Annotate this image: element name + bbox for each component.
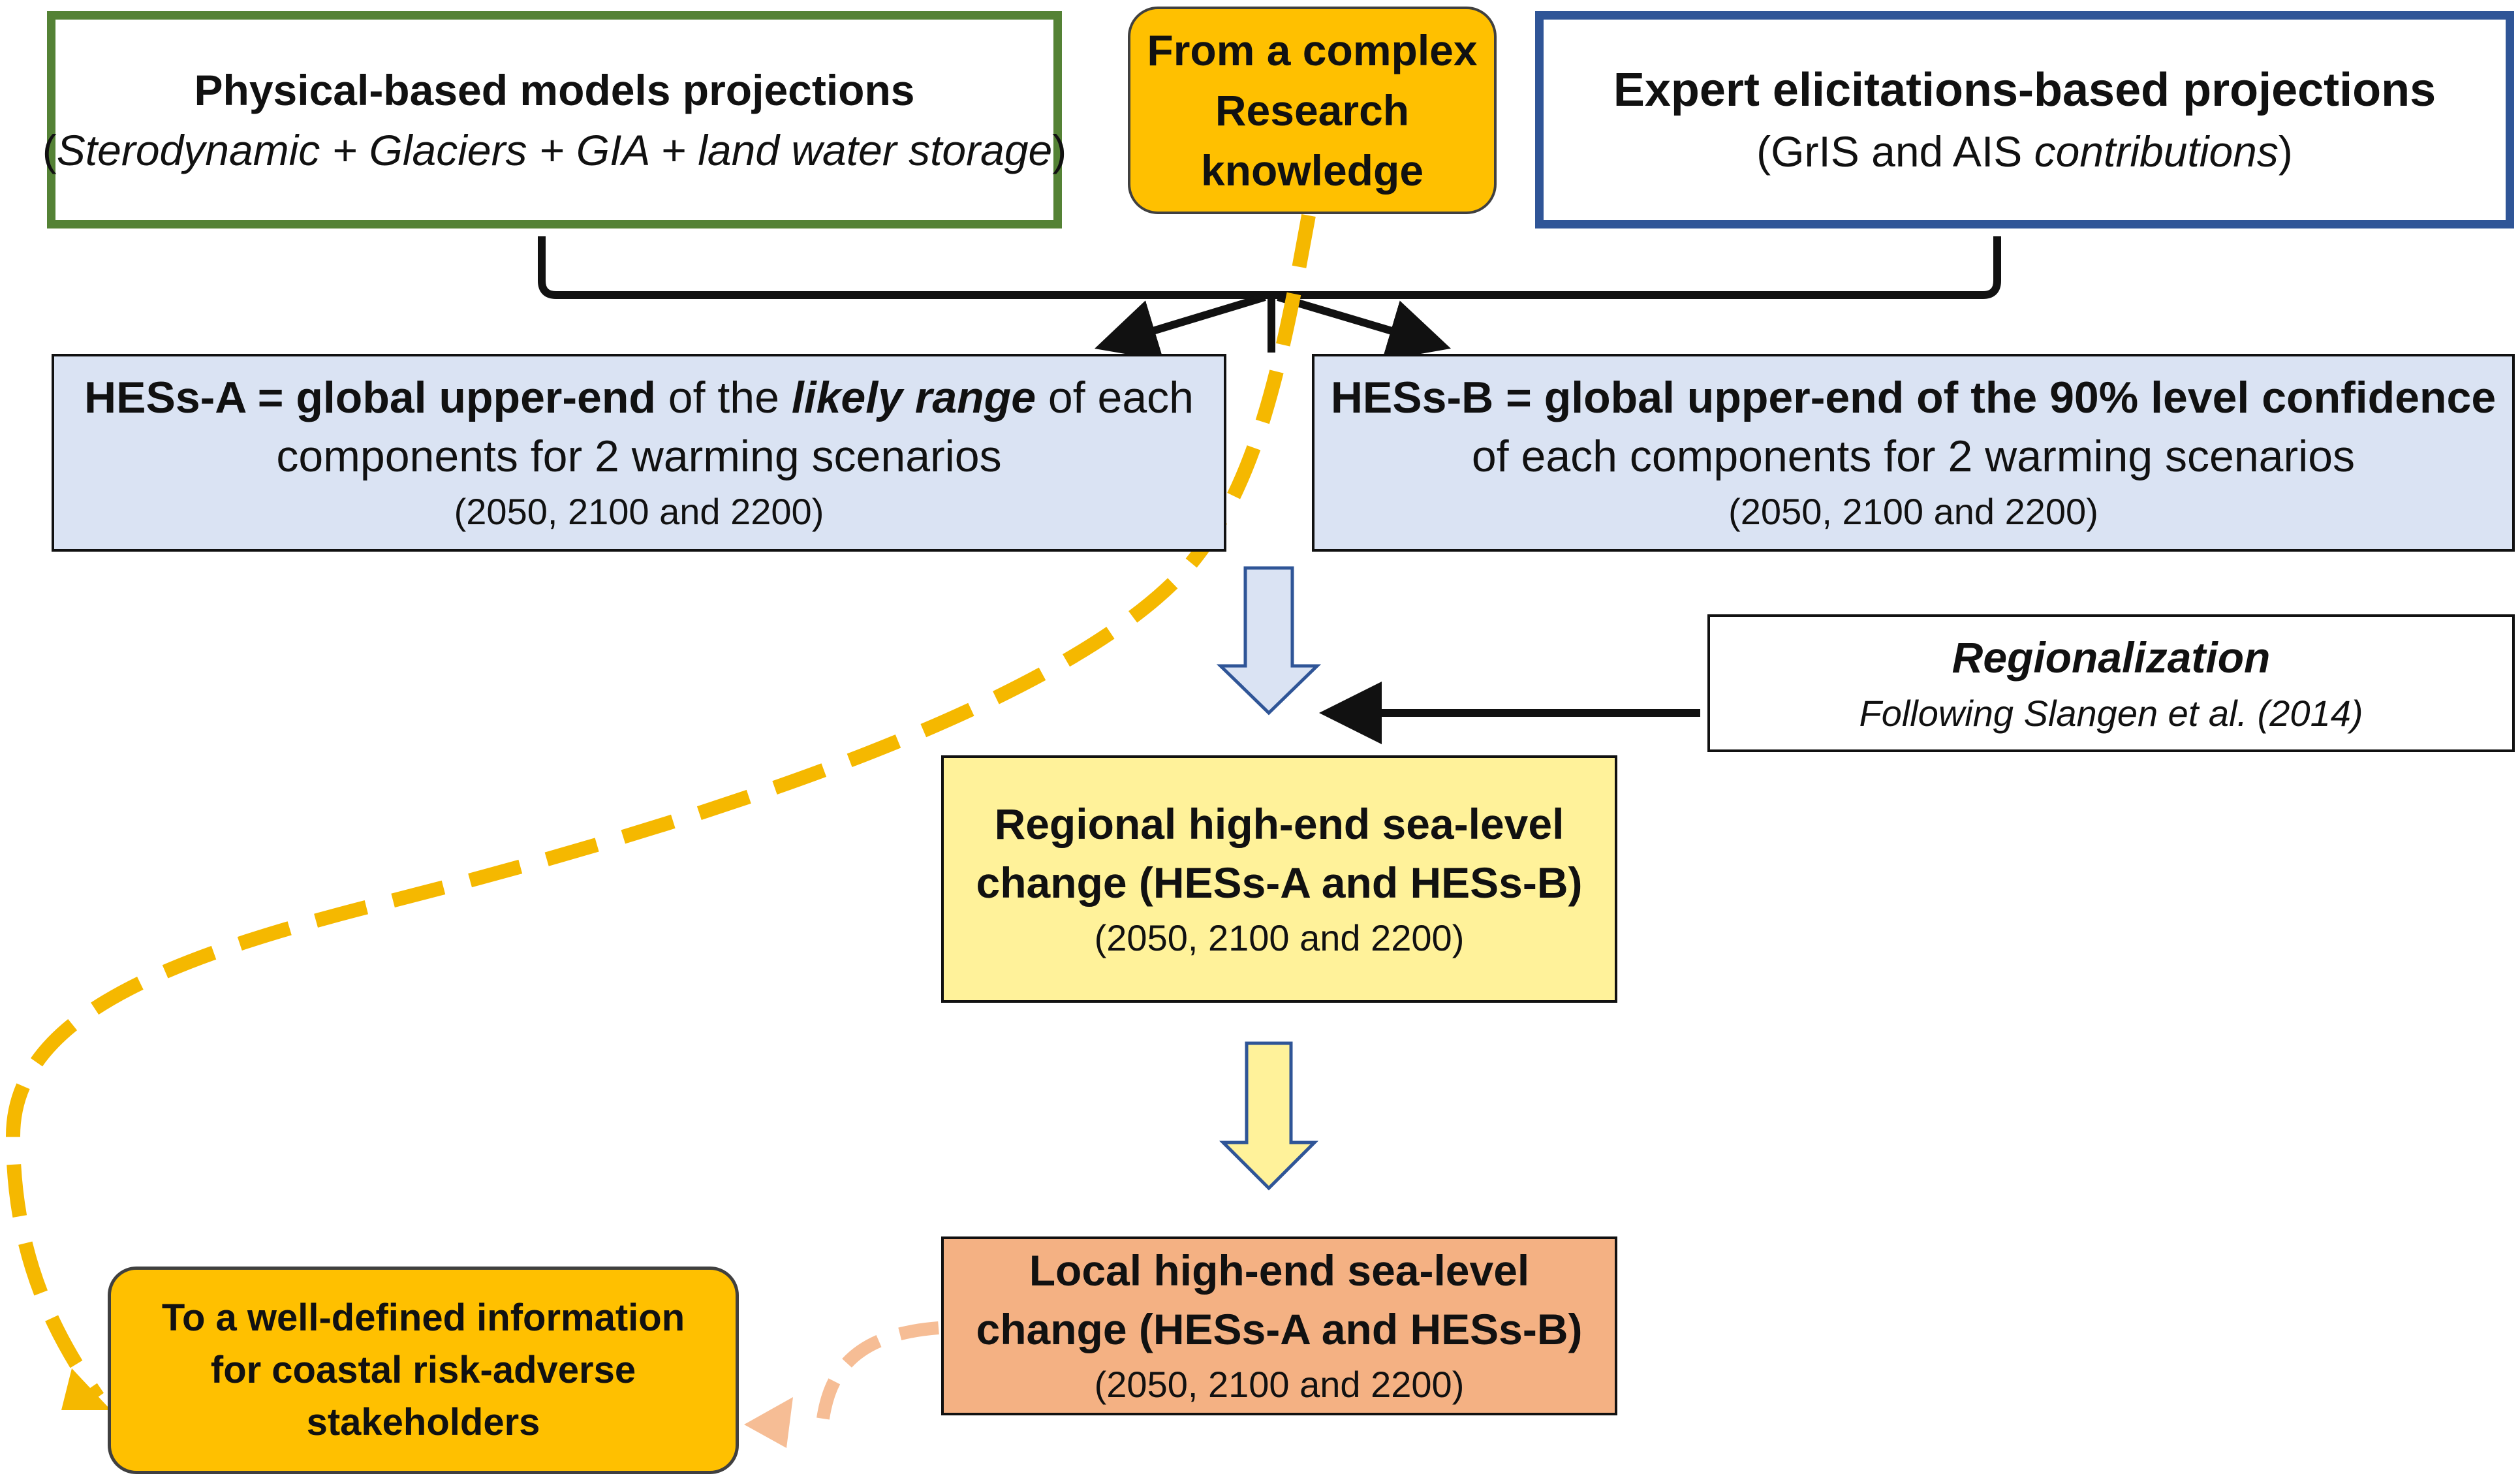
expert-title: Expert elicitations-based projections bbox=[1613, 63, 2436, 116]
hess-a-box: HESs-A = global upper-end of the likely … bbox=[52, 354, 1226, 552]
stakeholders-line-1: To a well-defined information bbox=[161, 1297, 685, 1339]
regional-sea-level-box: Regional high-end sea-level change (HESs… bbox=[941, 755, 1617, 1003]
hess-b-line-1: HESs-B = global upper-end of the 90% lev… bbox=[1330, 372, 2497, 422]
stakeholders-line-2: for coastal risk-adverse bbox=[210, 1349, 636, 1391]
physical-subtitle: (Sterodynamic + Glaciers + GIA + land wa… bbox=[42, 125, 1067, 174]
arrow-to-hess-a bbox=[1095, 293, 1266, 361]
local-line-3: (2050, 2100 and 2200) bbox=[1094, 1364, 1465, 1405]
dashed-path-research-to-stakeholders bbox=[5, 214, 1316, 1402]
regional-line-3: (2050, 2100 and 2200) bbox=[1094, 917, 1465, 958]
research-line-3: knowledge bbox=[1200, 146, 1424, 195]
stakeholders-box: To a well-defined information for coasta… bbox=[108, 1267, 739, 1474]
research-line-2: Research bbox=[1215, 86, 1410, 134]
research-line-1: From a complex bbox=[1147, 26, 1478, 74]
hess-b-line-3: (2050, 2100 and 2200) bbox=[1728, 490, 2098, 532]
research-knowledge-box: From a complex Research knowledge bbox=[1128, 7, 1497, 214]
block-arrow-yellow bbox=[1219, 1041, 1319, 1191]
regional-line-1: Regional high-end sea-level bbox=[994, 799, 1564, 848]
expert-subtitle: (GrIS and AIS contributions) bbox=[1756, 127, 2293, 176]
physical-models-box: Physical-based models projections (Stero… bbox=[42, 11, 1066, 228]
dashed-arrowhead-salmon bbox=[744, 1397, 793, 1448]
regionalization-title: Regionalization bbox=[1952, 633, 2271, 682]
block-arrow-blue bbox=[1216, 566, 1322, 716]
expert-elicitations-box: Expert elicitations-based projections (G… bbox=[1535, 11, 2514, 228]
hess-b-box: HESs-B = global upper-end of the 90% lev… bbox=[1312, 354, 2515, 552]
hess-b-line-2: of each components for 2 warming scenari… bbox=[1471, 431, 2356, 481]
hess-a-line-2: components for 2 warming scenarios bbox=[276, 431, 1002, 481]
hess-a-line-3: (2050, 2100 and 2200) bbox=[454, 490, 824, 532]
merge-bracket bbox=[538, 236, 2001, 299]
arrow-to-hess-b bbox=[1277, 293, 1452, 361]
local-sea-level-box: Local high-end sea-level change (HESs-A … bbox=[941, 1236, 1617, 1415]
local-line-2: change (HESs-A and HESs-B) bbox=[976, 1305, 1583, 1353]
dashed-path-local-to-stakeholders bbox=[816, 1321, 939, 1425]
dashed-arrowhead-gold bbox=[61, 1368, 111, 1410]
regional-line-2: change (HESs-A and HESs-B) bbox=[976, 858, 1583, 907]
local-line-1: Local high-end sea-level bbox=[1029, 1246, 1530, 1295]
regionalization-subtitle: Following Slangen et al. (2014) bbox=[1859, 692, 2363, 734]
hess-a-line-1: HESs-A = global upper-end of the likely … bbox=[84, 372, 1194, 422]
stakeholders-line-3: stakeholders bbox=[306, 1401, 540, 1443]
physical-title: Physical-based models projections bbox=[194, 65, 915, 114]
regionalization-box: Regionalization Following Slangen et al.… bbox=[1707, 614, 2515, 752]
